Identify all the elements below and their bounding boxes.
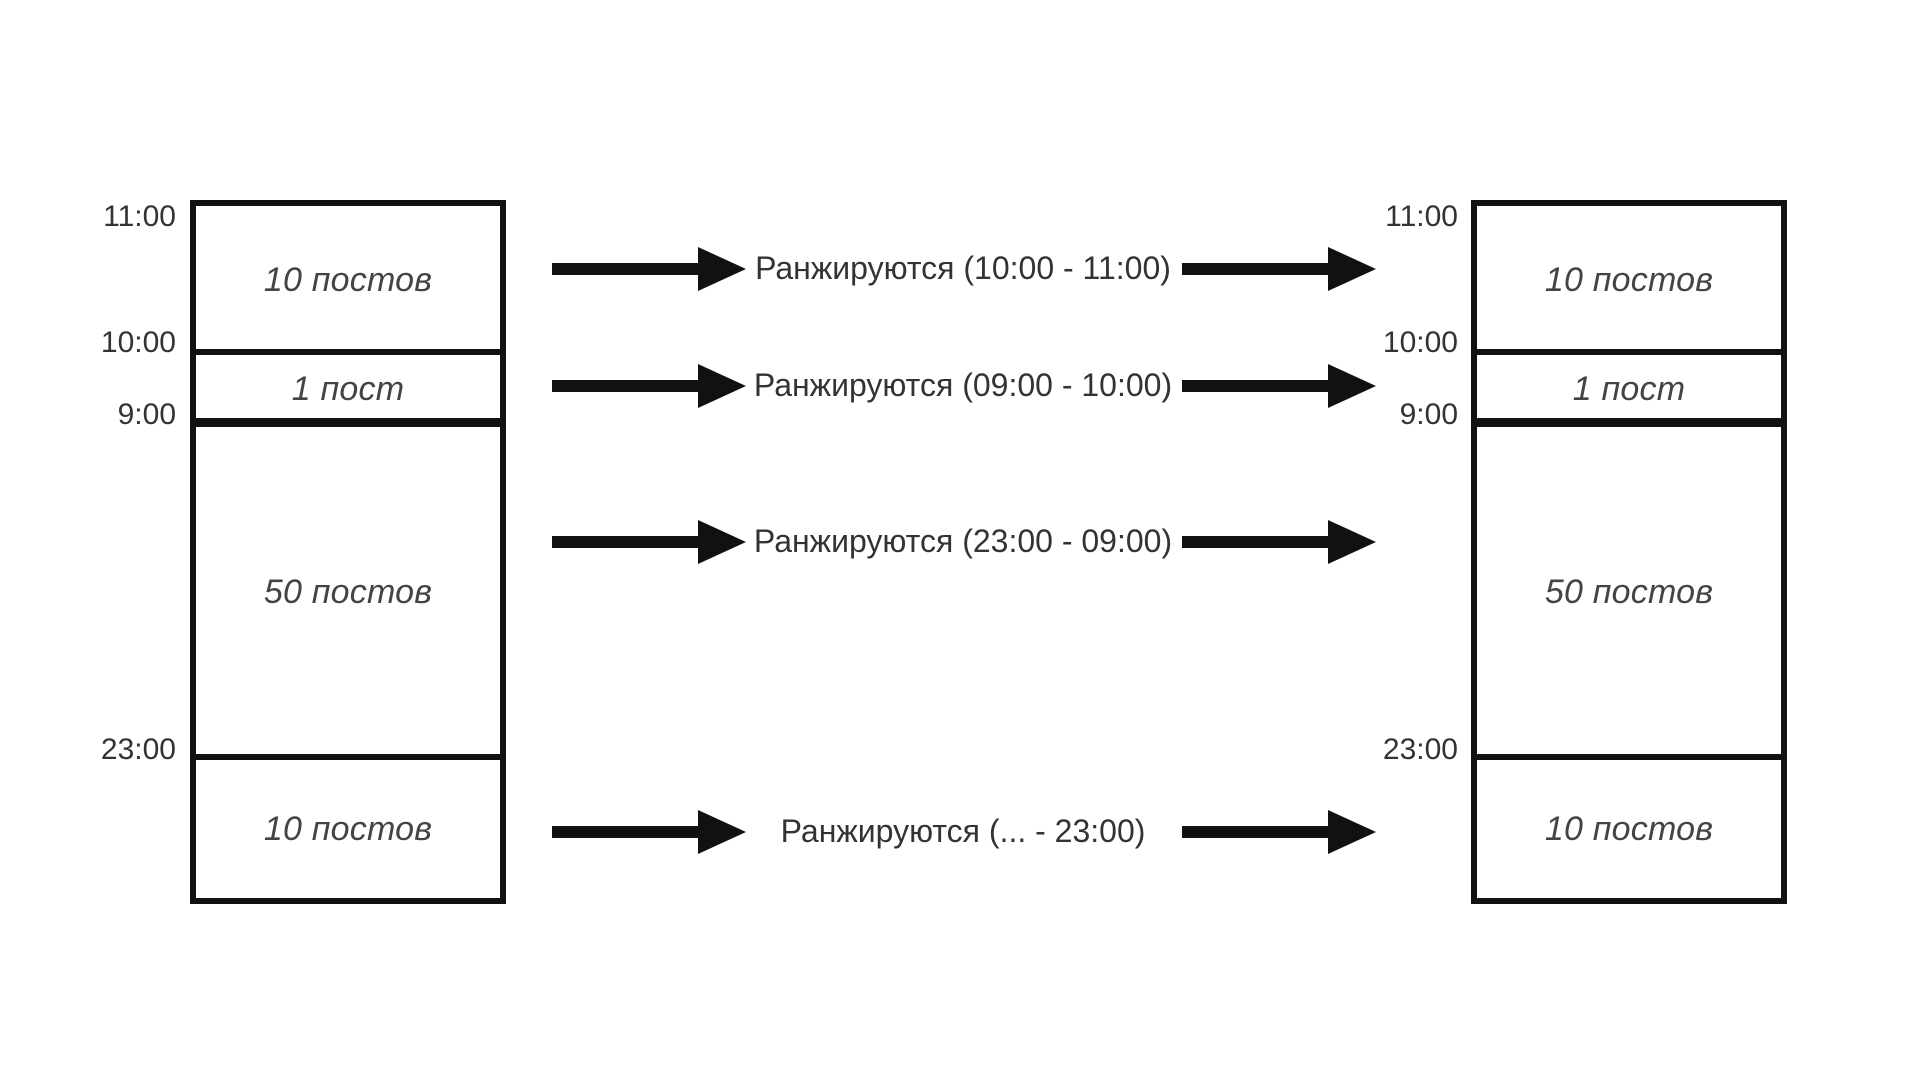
left-time-1100: 11:00	[103, 200, 176, 233]
left-segment-4-label: 10 постов	[263, 809, 433, 848]
left-time-1000: 10:00	[100, 326, 176, 359]
right-arrow-icon	[548, 807, 748, 857]
ranking-row-2-label: Ранжируются (09:00 - 10:00)	[753, 367, 1173, 403]
ranking-row-4-label: Ранжируются (... - 23:00)	[780, 813, 1146, 849]
ranking-row-1-label: Ранжируются (10:00 - 11:00)	[755, 250, 1171, 286]
right-segment-3: 50 постов	[1477, 425, 1781, 760]
left-segment-1: 10 постов	[196, 206, 500, 354]
left-divider-1000	[196, 349, 500, 355]
ranking-row-2: Ранжируются (09:00 - 10:00)	[548, 361, 1378, 411]
right-divider-0900	[1477, 418, 1781, 427]
right-arrow-icon	[548, 361, 748, 411]
right-time-1100: 11:00	[1385, 200, 1458, 233]
right-divider-1000	[1477, 349, 1781, 355]
left-divider-2300	[196, 754, 500, 760]
right-segment-4: 10 постов	[1477, 760, 1781, 898]
right-segment-2: 1 пост	[1477, 354, 1781, 425]
left-divider-0900	[196, 418, 500, 427]
ranking-row-3: Ранжируются (23:00 - 09:00)	[548, 517, 1378, 567]
ranking-row-4: Ранжируются (... - 23:00)	[548, 807, 1378, 857]
left-segment-4: 10 постов	[196, 760, 500, 898]
right-arrow-icon	[1178, 807, 1378, 857]
right-arrow-icon	[1178, 361, 1378, 411]
right-arrow-icon	[1178, 517, 1378, 567]
ranking-row-1: Ранжируются (10:00 - 11:00)	[548, 244, 1378, 294]
left-segment-2: 1 пост	[196, 354, 500, 425]
right-segment-1: 10 постов	[1477, 206, 1781, 354]
left-segment-1-label: 10 постов	[263, 260, 433, 299]
left-time-0900: 9:00	[117, 398, 176, 431]
left-segment-2-label: 1 пост	[291, 370, 405, 408]
ranking-row-3-label: Ранжируются (23:00 - 09:00)	[753, 523, 1173, 559]
left-time-2300: 23:00	[100, 733, 176, 766]
right-segment-1-label: 10 постов	[1544, 260, 1714, 299]
right-divider-2300	[1477, 754, 1781, 760]
right-segment-2-label: 1 пост	[1572, 370, 1686, 408]
right-time-1000: 10:00	[1382, 326, 1458, 359]
right-time-0900: 9:00	[1399, 398, 1458, 431]
right-time-2300: 23:00	[1382, 733, 1458, 766]
right-timeline-column: 10 постов 1 пост 50 постов 10 постов	[1471, 200, 1787, 904]
left-timeline-column: 10 постов 1 пост 50 постов 10 постов	[190, 200, 506, 904]
left-segment-3-label: 50 постов	[263, 573, 433, 611]
left-segment-3: 50 постов	[196, 425, 500, 760]
right-arrow-icon	[548, 517, 748, 567]
right-arrow-icon	[548, 244, 748, 294]
right-segment-3-label: 50 постов	[1544, 573, 1714, 611]
right-segment-4-label: 10 постов	[1544, 809, 1714, 848]
right-arrow-icon	[1178, 244, 1378, 294]
